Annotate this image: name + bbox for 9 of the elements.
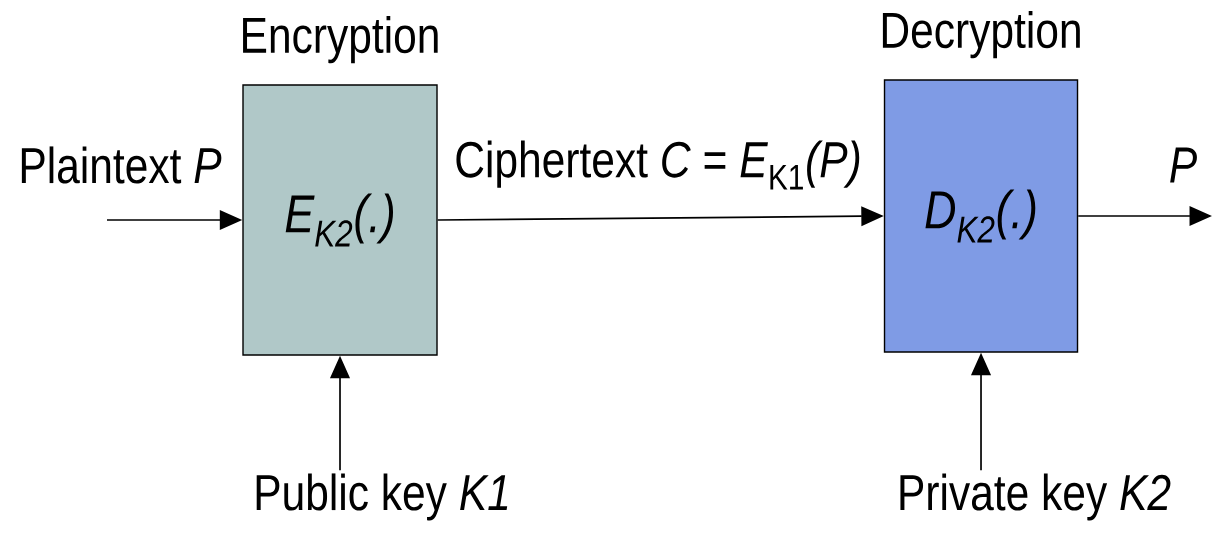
box-heading: Decryption (882, 11, 1080, 59)
edge-label: P (1170, 147, 1197, 183)
process-box: D$_{K2}$(.) (883, 79, 1079, 353)
edge-label: Plaintext P (21, 146, 222, 184)
box-heading: Encryption (243, 16, 438, 64)
key-label: Public key K1 (256, 473, 508, 521)
key-label: Private key K2 (900, 473, 1171, 521)
edge-label: Ciphertext C = E$_{K1}$(P) (456, 140, 860, 190)
process-box: E$_{K2}$(.) (242, 84, 438, 356)
